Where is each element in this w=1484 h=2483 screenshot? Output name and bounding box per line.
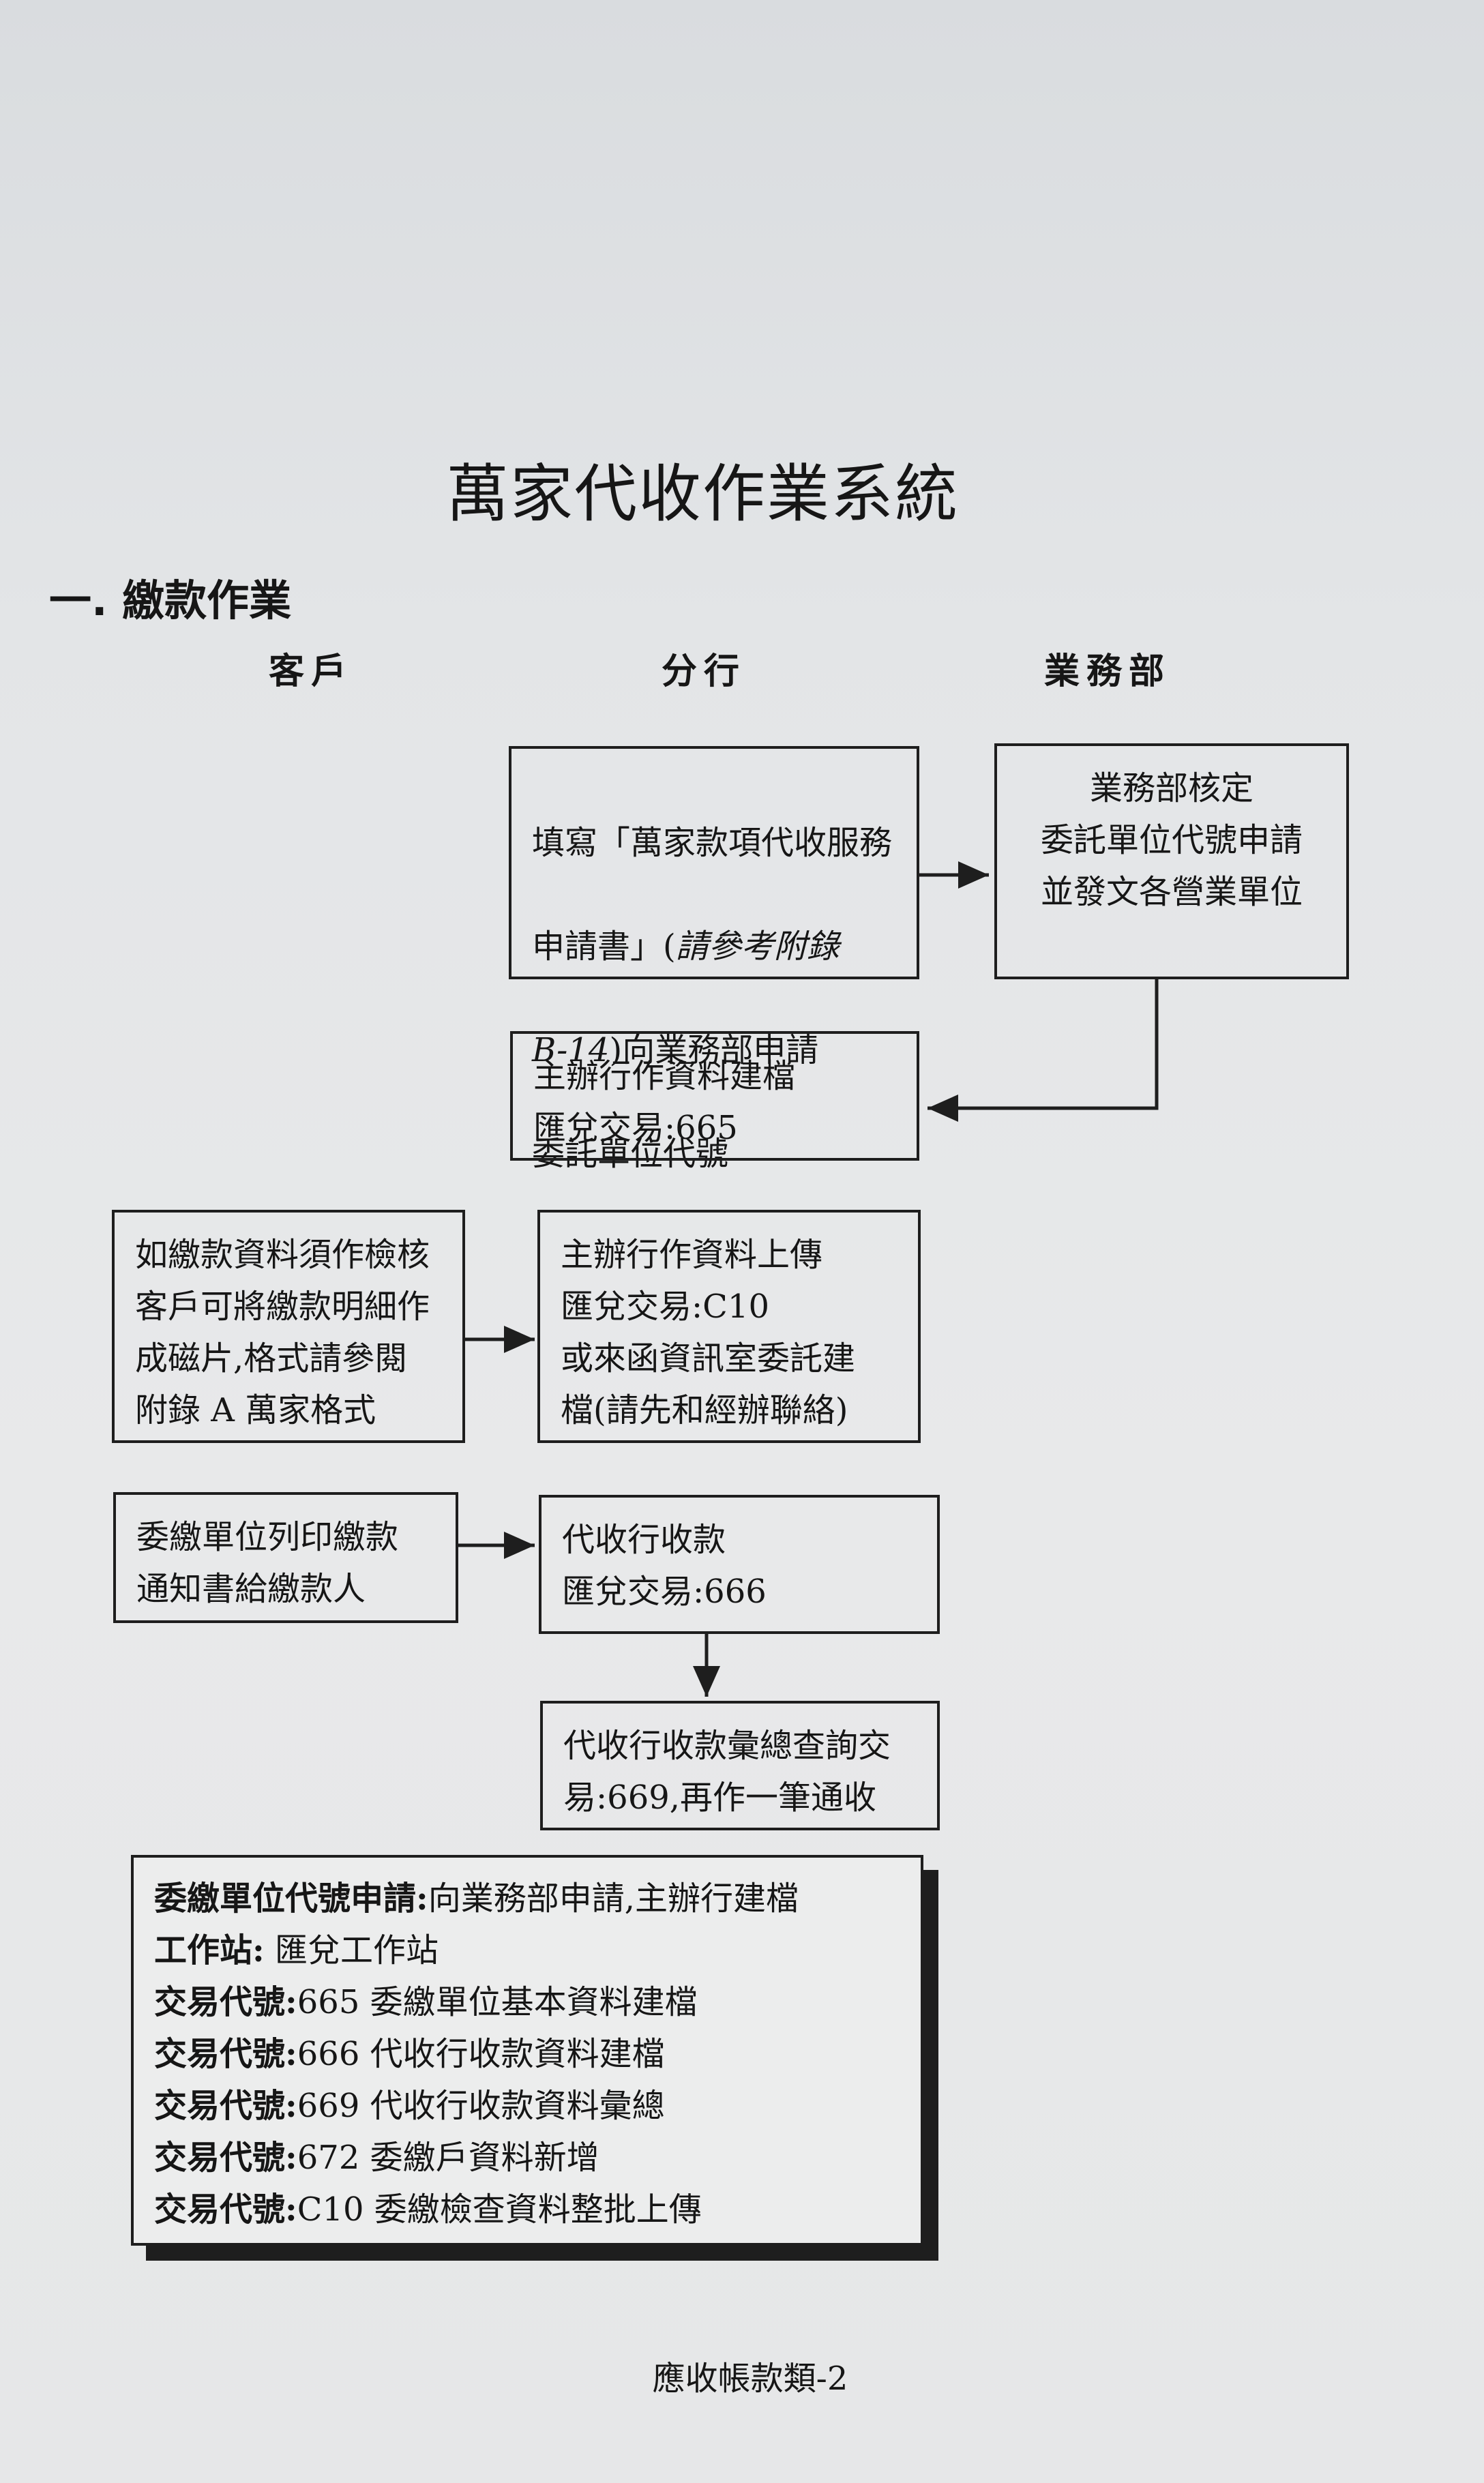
box-apply-line2a: 申請書」( [532, 927, 676, 966]
page-footer: 應收帳款類-2 [652, 2360, 848, 2398]
box-data-upload: 主辦行作資料上傳 匯兌交易:C10 或來函資訊室委託建 檔(請先和經辦聯絡) [537, 1210, 921, 1443]
note-line-3: 交易代號:665 委繳單位基本資料建檔 [154, 1983, 698, 2021]
box-data-setup: 主辦行作資料建檔 匯兌交易:665 [510, 1031, 919, 1161]
box-business-approval: 業務部核定 委託單位代號申請 並發文各營業單位 [994, 743, 1349, 979]
box-collection: 代收行收款 匯兌交易:666 [539, 1495, 940, 1634]
box-payment-verification: 如繳款資料須作檢核 客戶可將繳款明細作 成磁片,格式請參閱 附錄 A 萬家格式 [112, 1210, 465, 1443]
note-line-5: 交易代號:669 代收行收款資料彙總 [154, 2087, 665, 2125]
box-collection-summary: 代收行收款彙總查詢交 易:669,再作一筆通收 [540, 1701, 940, 1830]
column-header-branch: 分行 [661, 651, 746, 692]
arrow-approve-to-setup [928, 979, 1159, 1122]
box-apply-line1: 填寫「萬家款項代收服務 [532, 824, 893, 862]
note-line-6: 交易代號:672 委繳戶資料新增 [154, 2139, 599, 2177]
box-apply-ref-code: B-14 [532, 1031, 610, 1069]
box-payment-notice: 委繳單位列印繳款 通知書給繳款人 [113, 1492, 458, 1623]
box-apply-for-code: 填寫「萬家款項代收服務 申請書」(請參考附錄 B-14)向業務部申請 委託單位代… [509, 746, 919, 1173]
box-apply-line3: )向業務部申請 [609, 1031, 819, 1069]
box-apply-ref: 請參考附錄 [675, 927, 840, 966]
transaction-code-notes: 委繳單位代號申請:向業務部申請,主辦行建檔 工作站: 匯兌工作站 交易代號:66… [131, 1855, 923, 2246]
box-apply-line4: 委託單位代號 [532, 1135, 729, 1173]
column-header-customer: 客戶 [268, 651, 353, 692]
column-header-business-dept: 業務部 [1043, 651, 1171, 692]
document-title: 萬家代收作業系統 [445, 458, 959, 531]
note-line-2: 工作站: 匯兌工作站 [154, 1931, 439, 1969]
note-line-7: 交易代號:C10 委繳檢查資料整批上傳 [154, 2190, 702, 2229]
section-heading: 一. 繳款作業 [49, 576, 292, 625]
note-line-1: 委繳單位代號申請:向業務部申請,主辦行建檔 [154, 1879, 799, 1918]
note-line-4: 交易代號:666 代收行收款資料建檔 [154, 2035, 665, 2073]
